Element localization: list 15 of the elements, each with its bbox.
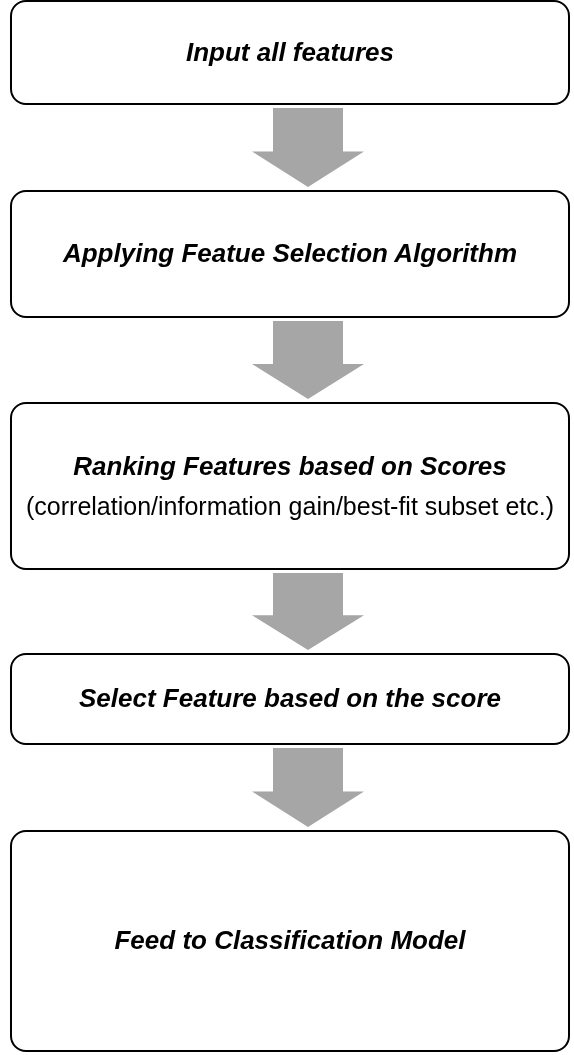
- process-box: [10, 402, 570, 570]
- step-title: Input all features: [185, 36, 394, 69]
- step-title: Feed to Classification Model: [114, 925, 466, 957]
- process-box: [10, 190, 570, 318]
- step-title: Select Feature based on the score: [79, 683, 501, 715]
- process-box: [10, 653, 570, 745]
- process-box: [10, 0, 570, 105]
- block-arrow: [252, 573, 364, 650]
- block-arrow: [252, 108, 364, 187]
- step-title: Applying Featue Selection Algorithm: [62, 238, 518, 270]
- step-description: (correlation/information gain/best-fit subset etc.): [26, 490, 554, 521]
- block-arrow: [252, 748, 364, 827]
- process-box: [10, 830, 570, 1052]
- block-arrow: [252, 321, 364, 399]
- step-title: Ranking Features based on Scores: [73, 451, 507, 483]
